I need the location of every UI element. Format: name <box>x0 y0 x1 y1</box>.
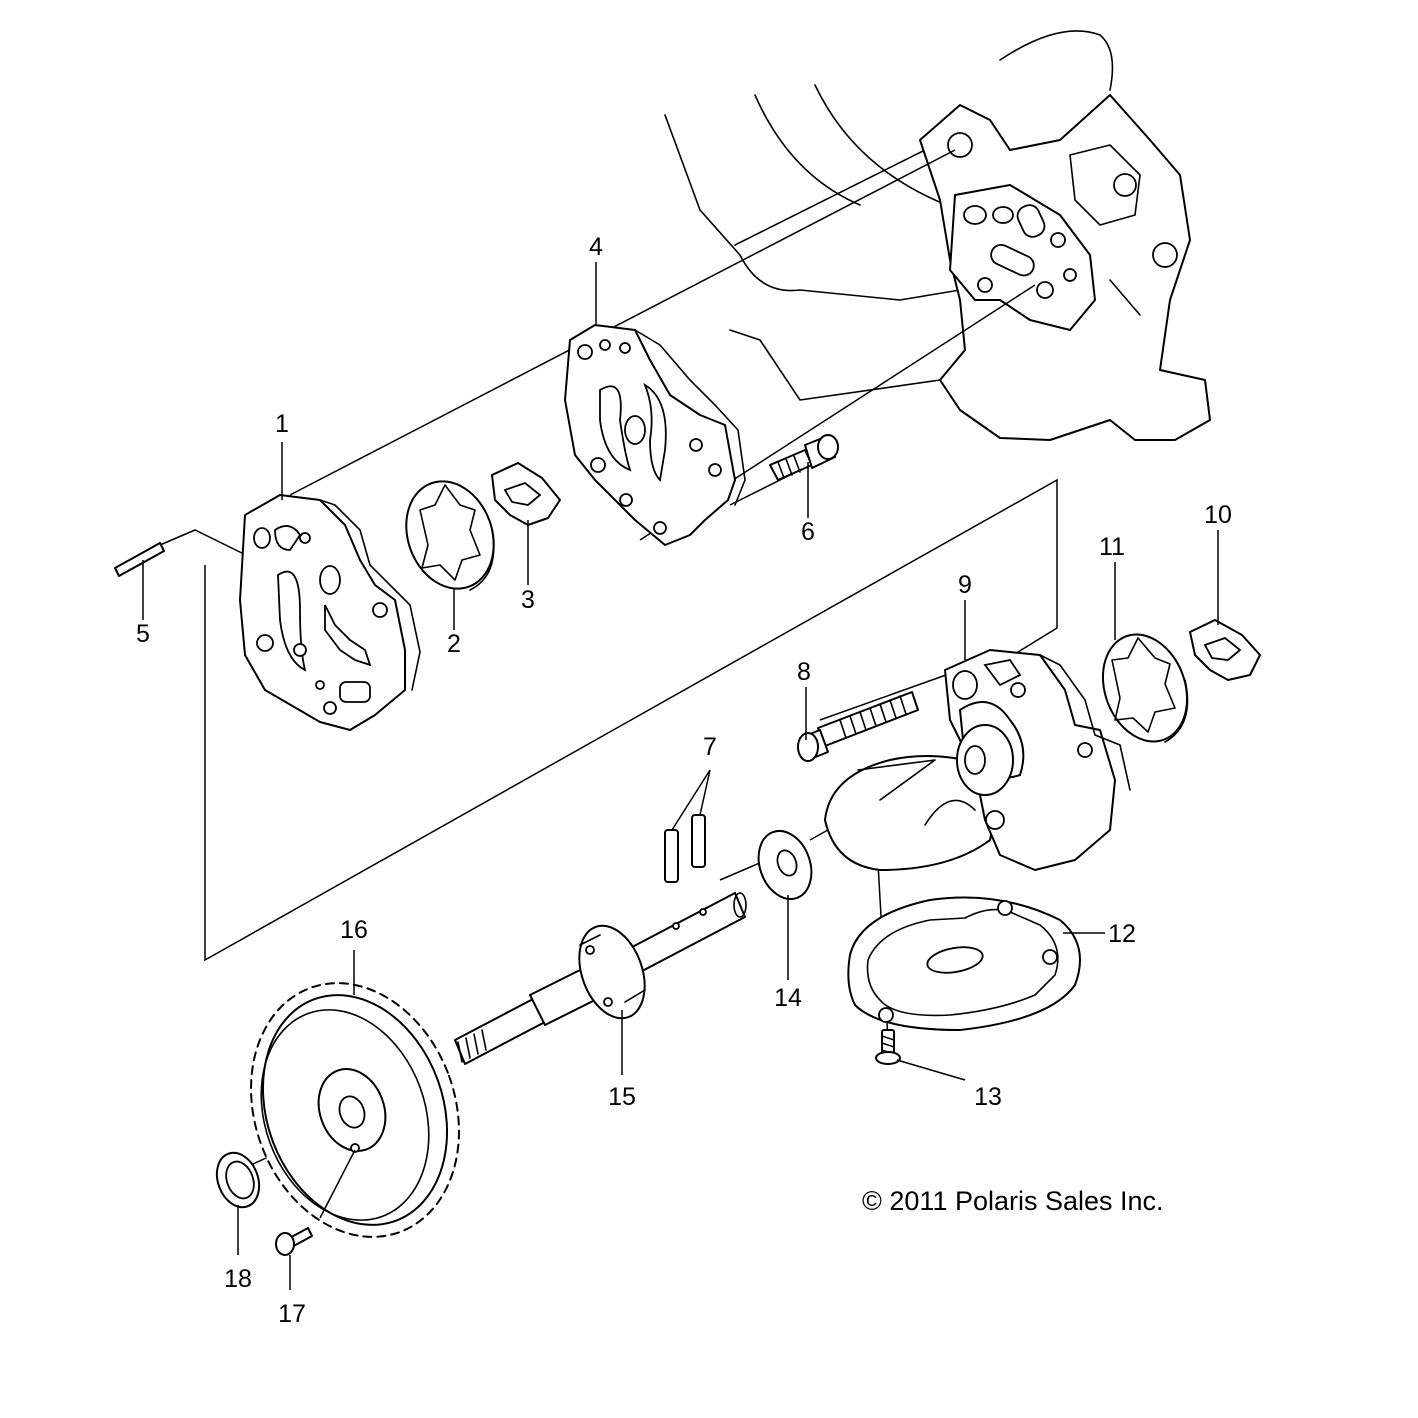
inner-rotor <box>491 462 561 526</box>
outer-rotor <box>405 480 495 591</box>
callout-6: 6 <box>801 518 815 546</box>
callout-2: 2 <box>447 630 461 658</box>
dowel-pin <box>114 542 165 577</box>
outer-rotor-2 <box>1101 633 1189 743</box>
washer <box>757 830 813 900</box>
cover-screw <box>769 434 839 481</box>
housing-bolt <box>797 691 919 762</box>
callout-5: 5 <box>136 620 150 648</box>
callout-11: 11 <box>1099 533 1125 561</box>
gasket-screw <box>875 1029 901 1065</box>
callout-12: 12 <box>1108 920 1136 948</box>
gasket <box>847 896 1081 1031</box>
drive-gear <box>250 982 460 1238</box>
callout-labels: 1 2 3 4 5 6 7 8 9 10 11 12 13 14 15 16 1… <box>136 233 1232 1328</box>
gear-washer <box>215 1151 261 1209</box>
callout-14: 14 <box>774 984 802 1012</box>
callout-3: 3 <box>521 586 535 614</box>
callout-15: 15 <box>608 1083 636 1111</box>
inner-rotor-2 <box>1189 619 1261 681</box>
gear-screw <box>275 1227 313 1256</box>
callout-4: 4 <box>589 233 603 261</box>
copyright-notice: © 2011 Polaris Sales Inc. <box>862 1186 1164 1216</box>
callout-13: 13 <box>974 1083 1002 1111</box>
callout-16: 16 <box>340 916 368 944</box>
callout-8: 8 <box>797 658 811 686</box>
callout-18: 18 <box>224 1265 252 1293</box>
callout-leaders <box>142 262 1219 1290</box>
drive-pins <box>664 814 706 883</box>
callout-17: 17 <box>278 1300 306 1328</box>
callout-10: 10 <box>1204 501 1232 529</box>
pump-shaft <box>454 892 747 1065</box>
pump-cover-plate <box>564 324 746 546</box>
callout-9: 9 <box>958 571 972 599</box>
callout-1: 1 <box>275 410 289 438</box>
pump-body-plate <box>239 494 421 731</box>
callout-7: 7 <box>703 733 717 761</box>
engine-crankcase <box>664 30 1211 441</box>
pump-housing <box>824 649 1131 871</box>
